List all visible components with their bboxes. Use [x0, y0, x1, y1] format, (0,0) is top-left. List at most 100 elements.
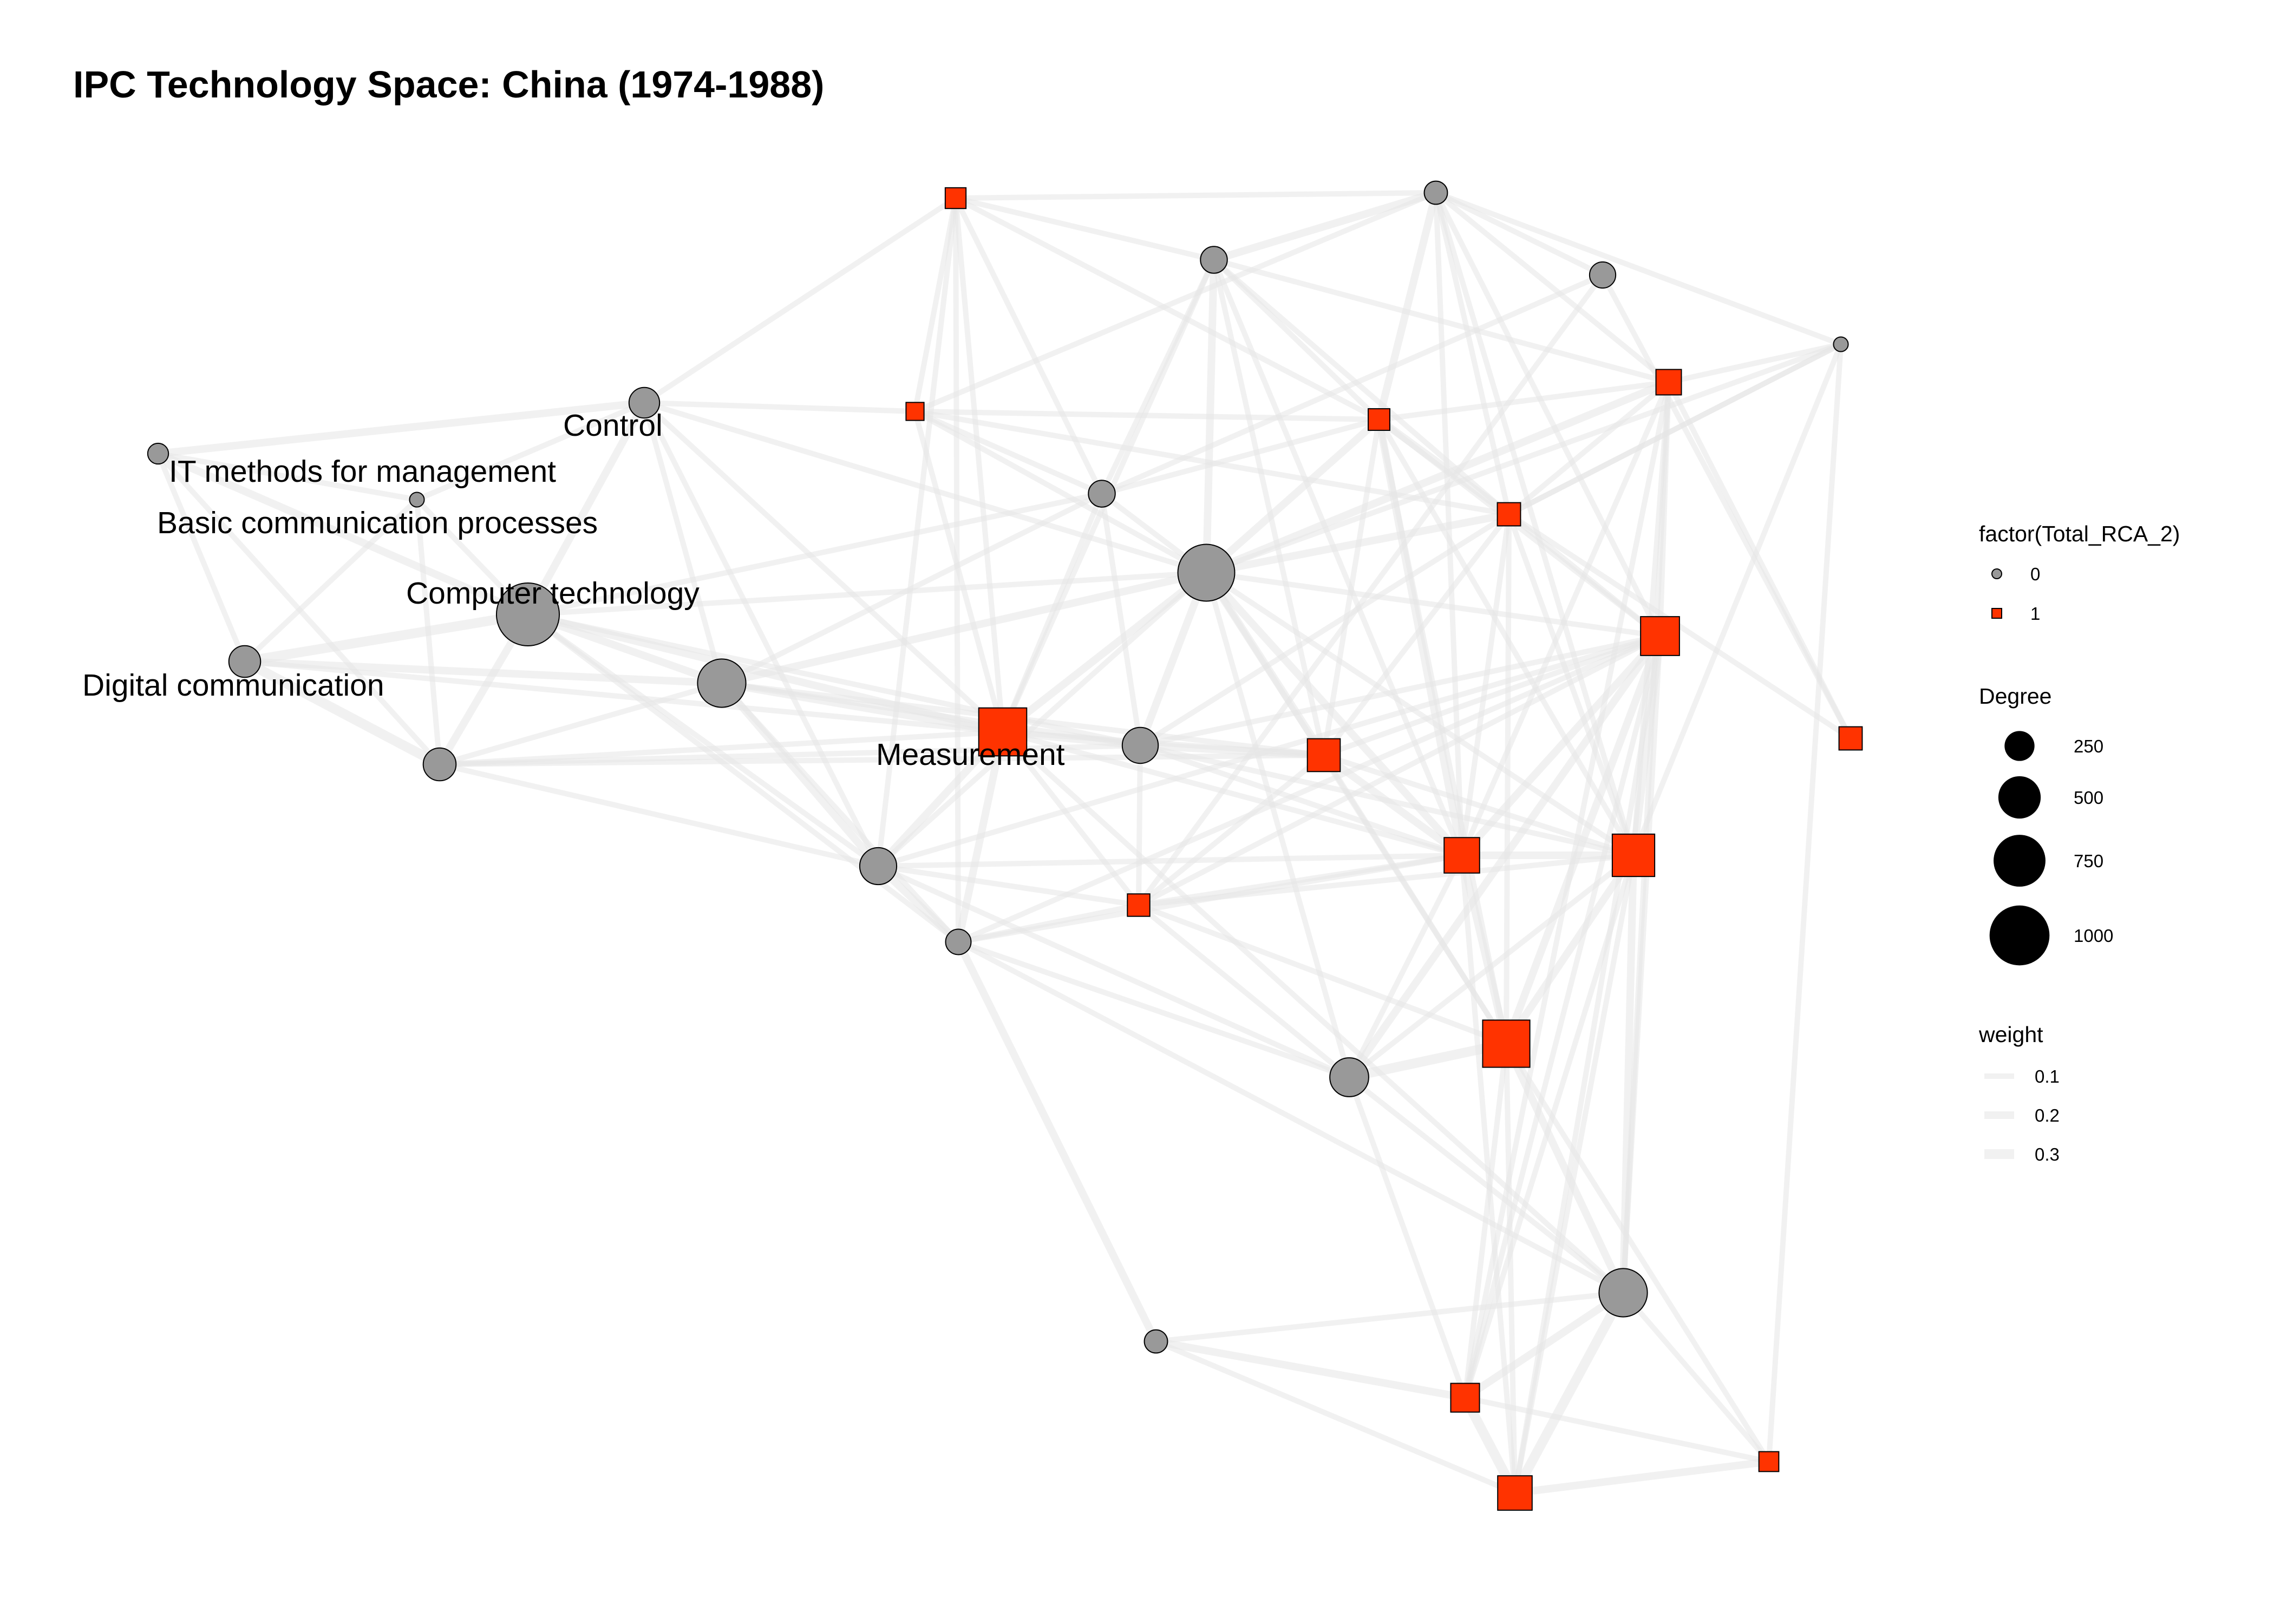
- edge-n10-n12: [953, 197, 1105, 495]
- edge-n0-n2: [158, 399, 645, 457]
- edge-n0-n3: [156, 450, 530, 618]
- node-square-n31: [1497, 1475, 1533, 1511]
- edge-n18-n25: [1433, 192, 1636, 856]
- edge-n16-n27: [1138, 902, 1507, 1046]
- edge-n7-n14: [1000, 569, 1209, 735]
- edge-n11-n19: [914, 409, 1380, 422]
- node-circle-n1: [409, 492, 425, 508]
- edge-n30-n32: [1464, 1395, 1770, 1464]
- edge-n4-n6: [244, 658, 722, 687]
- edge-n2-n11: [644, 400, 916, 414]
- edge-n18-n20: [1433, 192, 1512, 515]
- edge-n24-n27: [1502, 634, 1664, 1045]
- edge-n34-n23: [1666, 381, 1853, 740]
- edge-n14-n24: [1206, 570, 1661, 639]
- legend-degree-500-key: [1998, 776, 2041, 819]
- edge-n7-n21: [1002, 729, 1463, 858]
- edge-n6-n14: [721, 569, 1207, 687]
- edge-n29-n30: [1155, 1338, 1466, 1402]
- edge-n22-n23: [1668, 342, 1842, 385]
- node-square-n32: [1758, 1451, 1780, 1472]
- edge-n13-n21: [1211, 259, 1465, 856]
- node-square-n25: [1611, 833, 1656, 878]
- legend-rca-0-label: 0: [2030, 564, 2040, 584]
- edge-n24-n30: [1462, 635, 1663, 1399]
- legend-degree: Degree 250 500 750 1000: [1979, 684, 2113, 966]
- edge-n17-n21: [1321, 752, 1465, 859]
- node-square-n10: [944, 187, 967, 209]
- node-label-n2: Control: [563, 408, 663, 443]
- edge-n24-n26: [1346, 633, 1663, 1080]
- edge-n5-n7: [439, 729, 1003, 767]
- edge-n7-n16: [1001, 730, 1141, 907]
- edge-n27-n31: [1504, 1043, 1518, 1494]
- edge-n9-n26: [957, 939, 1350, 1080]
- plot-title: IPC Technology Space: China (1974-1988): [73, 63, 824, 106]
- edge-n14-n25: [1205, 570, 1635, 858]
- edge-n16-n25: [1138, 853, 1634, 908]
- edge-n18-n23: [1434, 191, 1671, 384]
- edge-n28-n32: [1621, 1291, 1771, 1464]
- edge-n10-n11: [912, 198, 958, 412]
- node-circle-n12: [1088, 480, 1116, 508]
- edge-n28-n30: [1463, 1289, 1625, 1401]
- legend-rca-0-key: [1991, 568, 2002, 579]
- edge-n14-n19: [1204, 416, 1382, 576]
- edge-n2-n14: [643, 400, 1207, 575]
- edge-n7-n10: [953, 198, 1005, 732]
- node-square-n11: [905, 402, 925, 421]
- node-circle-n14: [1177, 543, 1236, 602]
- node-square-n34: [1838, 726, 1863, 751]
- legend-weight-title: weight: [1978, 1022, 2043, 1047]
- node-circle-n26: [1329, 1057, 1369, 1097]
- legend-degree-1000-key: [1989, 905, 2050, 966]
- edge-n16-n26: [1136, 903, 1351, 1079]
- node-label-n3: Computer technology: [406, 576, 700, 611]
- edge-n10-n13: [955, 195, 1215, 263]
- edge-n5-n6: [439, 680, 723, 767]
- edge-n5-n8: [439, 762, 879, 869]
- edge-n8-n16: [878, 863, 1139, 908]
- edge-n18-n21: [1433, 192, 1465, 856]
- edge-n3-n12: [527, 491, 1103, 617]
- legend-degree-500-label: 500: [2074, 788, 2103, 808]
- edge-n26-n28: [1347, 1075, 1625, 1295]
- node-circle-n8: [859, 847, 898, 886]
- edge-n2-n10: [643, 195, 957, 405]
- node-circle-n29: [1143, 1329, 1168, 1354]
- edge-n25-n26: [1347, 853, 1636, 1079]
- node-circle-n15: [1121, 726, 1159, 764]
- legend-degree-750-label: 750: [2074, 851, 2103, 871]
- edge-n2-n7: [642, 401, 1005, 734]
- edge-n6-n9: [720, 681, 960, 944]
- edge-n11-n12: [913, 409, 1103, 496]
- edge-n9-n29: [955, 940, 1160, 1344]
- edge-n14-n23: [1205, 378, 1670, 577]
- node-circle-n13: [1200, 246, 1228, 274]
- edge-n8-n10: [875, 198, 958, 867]
- edge-n15-n16: [1136, 745, 1143, 906]
- legend-rca-1-label: 1: [2030, 604, 2040, 624]
- edge-n14-n15: [1136, 571, 1210, 747]
- edge-n7-n28: [1001, 730, 1625, 1295]
- edge-n26-n30: [1347, 1076, 1468, 1399]
- node-circle-n0: [147, 442, 169, 465]
- edge-n25-n28: [1619, 855, 1637, 1293]
- edge-n20-n21: [1459, 514, 1512, 856]
- node-circle-n5: [422, 747, 457, 782]
- node-square-n20: [1497, 502, 1521, 527]
- node-square-n23: [1655, 369, 1682, 396]
- edge-n15-n17: [1140, 742, 1324, 759]
- edge-n16-n21: [1138, 853, 1462, 908]
- edge-n20-n25: [1506, 513, 1636, 856]
- edge-n16-n17: [1136, 753, 1326, 907]
- node-circle-n6: [697, 658, 747, 708]
- edge-n2-n8: [642, 401, 881, 868]
- edge-n9-n10: [953, 198, 961, 942]
- legend-degree-title: Degree: [1979, 684, 2051, 709]
- node-square-n27: [1482, 1019, 1531, 1068]
- edge-n4-n7: [244, 659, 1003, 735]
- edge-n9-n24: [957, 633, 1661, 945]
